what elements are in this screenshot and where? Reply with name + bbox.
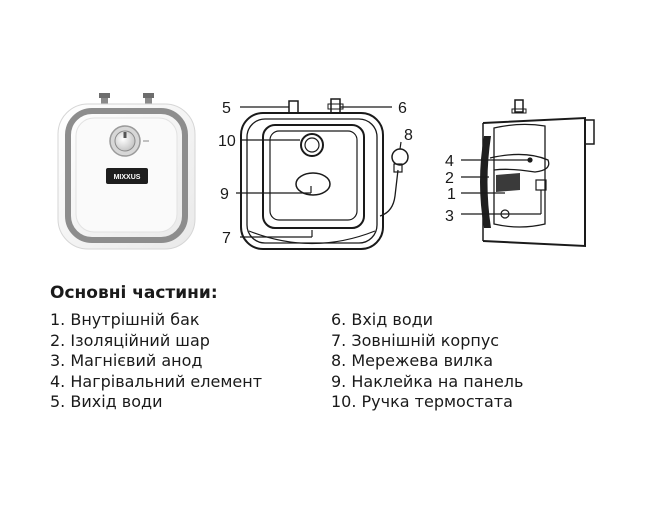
side-callout-lines <box>461 157 542 215</box>
callout-1: 1 <box>447 186 456 203</box>
thermostat-knob <box>300 133 324 157</box>
callout-6: 6 <box>398 100 407 117</box>
part-item: 2. Ізоляційний шар <box>50 330 210 350</box>
water-inlet-pipe <box>330 98 341 114</box>
part-item: 5. Вихід води <box>50 392 163 411</box>
callout-3: 3 <box>445 208 454 225</box>
power-plug <box>391 148 409 166</box>
part-item: 1. Внутрішній бак <box>50 310 200 329</box>
part-item: 10. Ручка термостата <box>331 392 513 411</box>
parts-list-right: 6. Вхід води 7. Зовнішній корпус 8. Мере… <box>331 310 523 413</box>
inner-tank-section <box>493 123 546 228</box>
parts-title: Основні частини: <box>50 283 218 303</box>
parts-list-left: 1. Внутрішній бак 2. Ізоляційний шар 3. … <box>50 310 262 413</box>
heating-element <box>489 153 550 173</box>
water-outlet-pipe <box>288 100 299 114</box>
front-panel <box>262 124 365 229</box>
left-pipe <box>101 96 108 109</box>
callout-7: 7 <box>222 230 231 247</box>
anode-body <box>496 173 520 192</box>
heater-front-photo: MIXXUS <box>57 93 196 250</box>
side-casing <box>482 116 586 248</box>
brand-label-text: MIXXUS <box>114 174 141 181</box>
part-item: 9. Наклейка на панель <box>331 371 524 391</box>
insulation-layer <box>480 136 491 228</box>
part-item: 7. Зовнішній корпус <box>331 330 500 350</box>
callout-5: 5 <box>222 100 231 117</box>
heater-gasket <box>65 108 188 243</box>
part-item: 6. Вхід води <box>331 310 434 329</box>
brand-label <box>106 168 148 184</box>
callout-9: 9 <box>220 186 229 203</box>
panel-sticker <box>295 172 331 196</box>
callout-4: 4 <box>445 153 454 170</box>
front-callout-lines <box>236 106 402 238</box>
side-section-drawing <box>482 99 595 248</box>
part-item: 4. Нагрівальний елемент <box>50 371 263 391</box>
part-item: 3. Магнієвий анод <box>50 351 203 370</box>
power-cord <box>379 169 399 217</box>
callout-10: 10 <box>218 133 236 150</box>
part-item: 8. Мережева вилка <box>331 351 494 370</box>
outer-casing <box>240 112 384 250</box>
callout-2: 2 <box>445 170 454 187</box>
water-heater-diagram: MIXXUS 5 6 10 8 <box>57 93 595 250</box>
right-pipe <box>145 96 152 109</box>
front-line-drawing <box>240 98 409 250</box>
callout-8: 8 <box>404 127 413 144</box>
top-fitting <box>514 99 524 113</box>
